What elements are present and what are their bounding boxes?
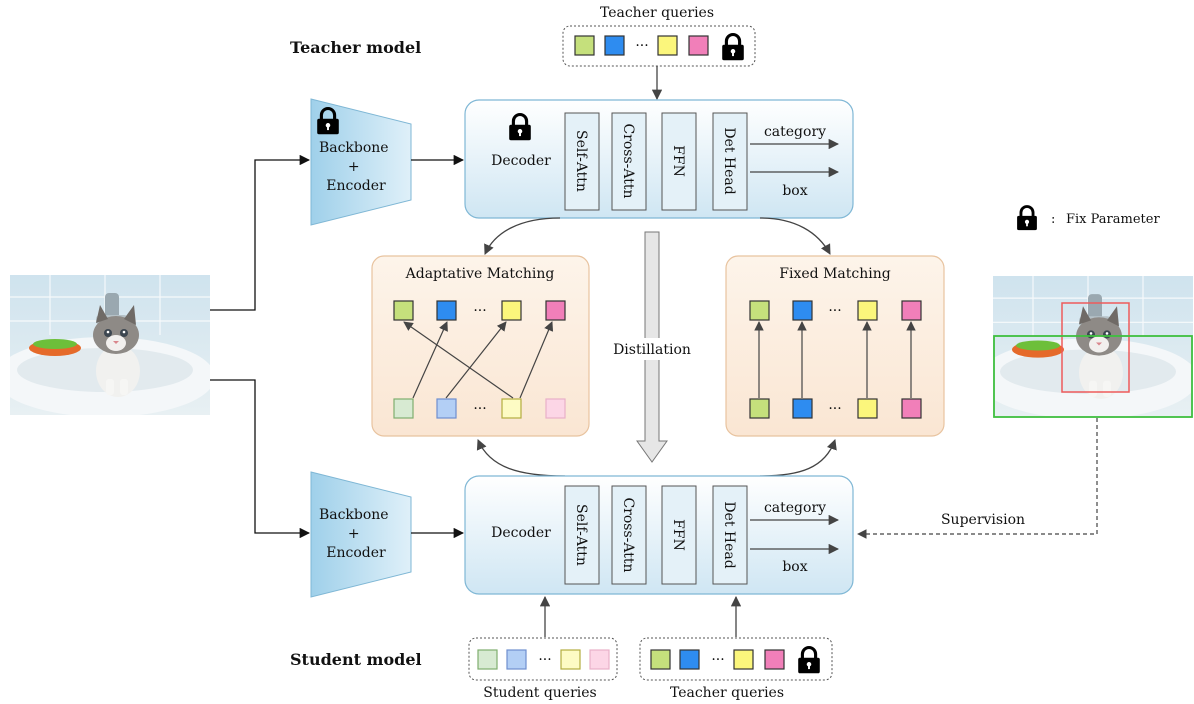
ellipsis: ··· — [828, 303, 841, 319]
fixed-matching-panel — [725, 255, 945, 437]
det-head-block — [712, 485, 748, 585]
ellipsis: ··· — [473, 303, 486, 319]
query-pink — [764, 649, 785, 670]
query-yellow — [657, 35, 678, 56]
adaptive-top-yellow — [501, 300, 522, 321]
student-queries-label: Student queries — [483, 685, 596, 701]
adaptive-bottom-yellow — [501, 398, 522, 419]
adaptive-top-blue — [436, 300, 457, 321]
det-head-block — [712, 112, 748, 211]
adaptive-bottom-pink — [545, 398, 566, 419]
fixed-top-blue — [792, 300, 813, 321]
gt-box-sink — [993, 335, 1193, 418]
query-green — [574, 35, 595, 56]
self-attn-label: Self-Attn — [573, 130, 589, 192]
ellipsis: ··· — [473, 401, 486, 417]
student-backbone-encoder — [310, 471, 412, 598]
teacher-model-title: Teacher model — [290, 38, 421, 57]
legend-separator: : — [1051, 212, 1055, 227]
distillation-label: Distillation — [613, 342, 691, 358]
distillation-label-bg — [608, 338, 696, 360]
adaptive-matching-title: Adaptative Matching — [405, 266, 555, 282]
ground-truth-image — [978, 276, 1194, 419]
query-green — [650, 649, 671, 670]
teacher-decoder-label: Decoder — [491, 153, 551, 169]
student-decoder-blocks: Self-Attn Cross-Attn FFN Det Head — [564, 485, 748, 585]
student-decoder-module — [464, 475, 854, 595]
student-query-yellow — [560, 649, 581, 670]
teacher-backbone-label: Backbone + Encoder — [319, 140, 393, 194]
ellipsis: ··· — [711, 652, 724, 668]
connector-image-to-teacher — [210, 154, 311, 311]
query-pink — [688, 35, 709, 56]
fixed-bottom-blue — [792, 398, 813, 419]
teacher-output-box: box — [782, 183, 807, 199]
adaptive-top-pink — [545, 300, 566, 321]
adaptive-matching-lines — [403, 321, 554, 399]
lock-icon — [1016, 205, 1038, 231]
adaptive-top-green — [393, 300, 414, 321]
det-head-label: Det Head — [721, 501, 737, 568]
arrow-student-to-adaptive — [476, 439, 566, 477]
self-attn-label: Self-Attn — [573, 504, 589, 566]
arrow-teacher-to-adaptive — [484, 217, 561, 255]
ellipsis: ··· — [828, 401, 841, 417]
self-attn-block — [564, 112, 600, 211]
adaptive-matching-panel — [371, 255, 590, 437]
adaptive-bottom-blue — [436, 398, 457, 419]
arrow-teacher-to-fixed — [759, 217, 831, 255]
ellipsis: ··· — [635, 38, 648, 54]
input-image — [0, 275, 215, 417]
student-query-green — [477, 649, 498, 670]
fixed-bottom-pink — [901, 398, 922, 419]
query-blue — [604, 35, 625, 56]
fixed-top-yellow — [857, 300, 878, 321]
self-attn-block — [564, 485, 600, 585]
student-decoder-label: Decoder — [491, 525, 551, 541]
ffn-label: FFN — [670, 519, 686, 551]
query-yellow — [733, 649, 754, 670]
teacher-output-category: category — [764, 124, 826, 140]
fixed-bottom-yellow — [857, 398, 878, 419]
student-output-category: category — [764, 500, 826, 516]
arrow-student-to-fixed — [759, 439, 837, 477]
fixed-matching-lines — [754, 321, 916, 398]
adaptive-bottom-green — [393, 398, 414, 419]
ffn-block — [661, 112, 697, 211]
top-queries-label: Teacher queries — [600, 5, 714, 21]
ffn-block — [661, 485, 697, 585]
supervision-connector — [857, 418, 1098, 539]
teacher-decoder-blocks: Self-Attn Cross-Attn FFN Det Head — [564, 112, 748, 211]
cross-attn-label: Cross-Attn — [620, 497, 636, 572]
ffn-label: FFN — [670, 145, 686, 177]
supervision-label: Supervision — [941, 512, 1025, 528]
gt-box-cat — [1061, 302, 1130, 393]
student-query-pink — [589, 649, 610, 670]
student-output-box: box — [782, 559, 807, 575]
fixed-top-green — [749, 300, 770, 321]
legend-text: Fix Parameter — [1066, 212, 1160, 227]
fixed-bottom-green — [749, 398, 770, 419]
bottom-teacher-queries-label: Teacher queries — [670, 685, 784, 701]
cross-attn-block — [611, 485, 647, 585]
connector-image-to-student — [210, 379, 311, 539]
student-model-title: Student model — [290, 650, 422, 669]
cross-attn-label: Cross-Attn — [620, 123, 636, 198]
student-query-blue — [506, 649, 527, 670]
fixed-top-pink — [901, 300, 922, 321]
fixed-matching-title: Fixed Matching — [779, 266, 890, 282]
teacher-decoder-module — [464, 99, 854, 219]
ellipsis: ··· — [538, 652, 551, 668]
det-head-label: Det Head — [721, 127, 737, 194]
query-blue — [679, 649, 700, 670]
cross-attn-block — [611, 112, 647, 211]
student-backbone-label: Backbone + Encoder — [319, 507, 393, 561]
